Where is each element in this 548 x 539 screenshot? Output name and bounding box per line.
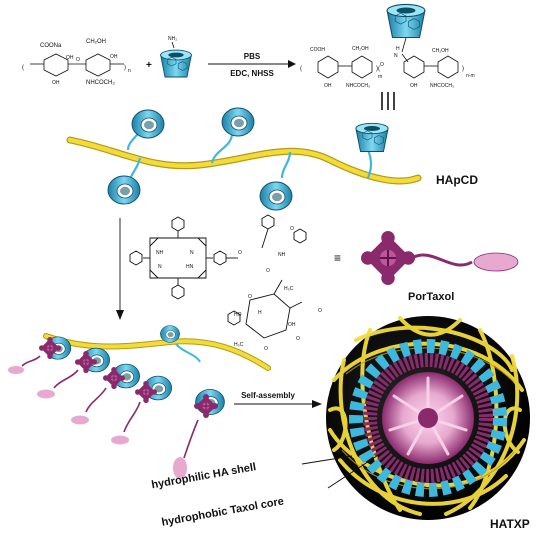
n-label: N	[158, 264, 162, 270]
svg-text:(: (	[300, 66, 302, 72]
taxol-icon	[37, 389, 55, 399]
o-label: O	[266, 268, 270, 274]
cyclodextrin-icon	[221, 107, 255, 137]
cyclodextrin-band	[349, 339, 507, 497]
cyclodextrin-icon	[355, 122, 389, 153]
o-label: O	[76, 57, 80, 63]
o-label: O	[264, 346, 268, 352]
ch2oh-label: CH₂OH	[352, 46, 369, 52]
cyclodextrin-icon	[131, 109, 165, 139]
oh-label: OH	[288, 322, 296, 328]
oh-label: OH	[52, 80, 60, 86]
hatxp-nanoparticle	[326, 316, 530, 520]
plus-sign: +	[146, 60, 152, 71]
hapcd-cartoon: HApCD	[66, 107, 478, 211]
o-label: O	[290, 226, 294, 232]
svg-text:): )	[462, 66, 464, 72]
reagent-pbs: PBS	[244, 52, 261, 61]
svg-text:): )	[124, 65, 126, 71]
label-self-assembly: Self-assembly	[241, 391, 295, 400]
o-label: O	[296, 336, 300, 342]
amino-cyclodextrin: NH₂	[160, 36, 192, 78]
down-arrow	[116, 218, 124, 320]
label-shell: hydrophilic HA shell	[151, 461, 257, 491]
core-pointer-line	[327, 445, 393, 489]
porphyrin-icon	[359, 229, 417, 287]
oh-label: OH	[324, 83, 332, 89]
hyaluronic-acid-structure: ( COONa CH₂OH OH OH O OH NHCOCH₃ ) n	[22, 39, 131, 86]
svg-text:)(: )(	[376, 66, 380, 72]
svg-text:(: (	[22, 65, 24, 71]
n-label: N	[190, 250, 194, 256]
n-label: N	[394, 53, 398, 59]
taxol-icon	[8, 366, 24, 374]
taxol-icon	[173, 457, 187, 479]
loaded-hapcd-cartoon	[8, 325, 271, 479]
label-portaxol: PorTaxol	[408, 291, 454, 303]
ch2oh-label: CH₂OH	[86, 39, 106, 45]
reaction-scheme: ( COONa CH₂OH OH OH O OH NHCOCH₃ ) n + N…	[22, 3, 475, 110]
nh-label: NH	[156, 250, 164, 256]
o-label: O	[318, 308, 322, 314]
cyclodextrin-icon	[160, 325, 180, 343]
subscript-m: m	[378, 74, 382, 80]
portaxol-cartoon: PorTaxol	[359, 229, 519, 303]
portaxol-structure: NH N N HN O NH O O H₃C HO H OH	[129, 214, 322, 352]
subscript-n: n	[128, 68, 131, 74]
h-label: H	[396, 46, 400, 52]
o-label: O	[238, 250, 242, 256]
porphyrin-band	[363, 353, 493, 483]
ch2oh-label: CH₂OH	[432, 48, 449, 54]
nhcoch3-label: NHCOCH₃	[430, 83, 454, 89]
oh-label: OH	[110, 54, 118, 60]
h3c-label: H₃C	[234, 342, 244, 348]
taxol-icon	[473, 252, 519, 272]
ho-label: HO	[234, 312, 242, 318]
nh2-label: NH₂	[168, 36, 177, 42]
ha-backbone	[67, 137, 421, 184]
h3c-label: H₃C	[284, 286, 294, 292]
product-structure: H N O ( COOH CH₂OH OH NHCOCH₃ )( m CH₂OH…	[300, 3, 475, 89]
shell-pointer-line	[301, 455, 353, 465]
cyclodextrin-icon	[160, 49, 192, 78]
label-hapcd: HApCD	[436, 173, 478, 187]
label-hatxp: HATXP	[490, 517, 530, 531]
cyclodextrin-icon	[386, 3, 426, 39]
oh-label: OH	[410, 83, 418, 89]
taxol-icon	[71, 415, 89, 425]
self-assembly-arrow: Self-assembly	[234, 391, 322, 408]
nhcoch3-label: NHCOCH₃	[86, 80, 115, 86]
equivalence-symbol-vertical	[381, 92, 395, 110]
coona-label: COONa	[40, 43, 62, 49]
o-label: O	[248, 294, 252, 300]
subscript-n-m: n-m	[466, 73, 475, 79]
h-label: H	[258, 310, 262, 316]
cyclodextrin-icon	[259, 181, 293, 211]
nh-label: NH	[278, 252, 286, 258]
cooh-label: COOH	[310, 47, 325, 53]
label-core: hydrophobic Taxol core	[161, 495, 285, 528]
cyclodextrin-icon	[107, 175, 141, 205]
hn-label: HN	[186, 264, 194, 270]
nhcoch3-label: NHCOCH₃	[346, 83, 370, 89]
reaction-arrow: PBS EDC, NHSS	[208, 52, 296, 78]
reagent-edc-nhss: EDC, NHSS	[230, 69, 274, 78]
taxol-icon	[111, 435, 129, 445]
equivalence-sign: ≡	[334, 251, 341, 265]
o-label: O	[380, 62, 384, 68]
oh-label: OH	[66, 55, 74, 61]
